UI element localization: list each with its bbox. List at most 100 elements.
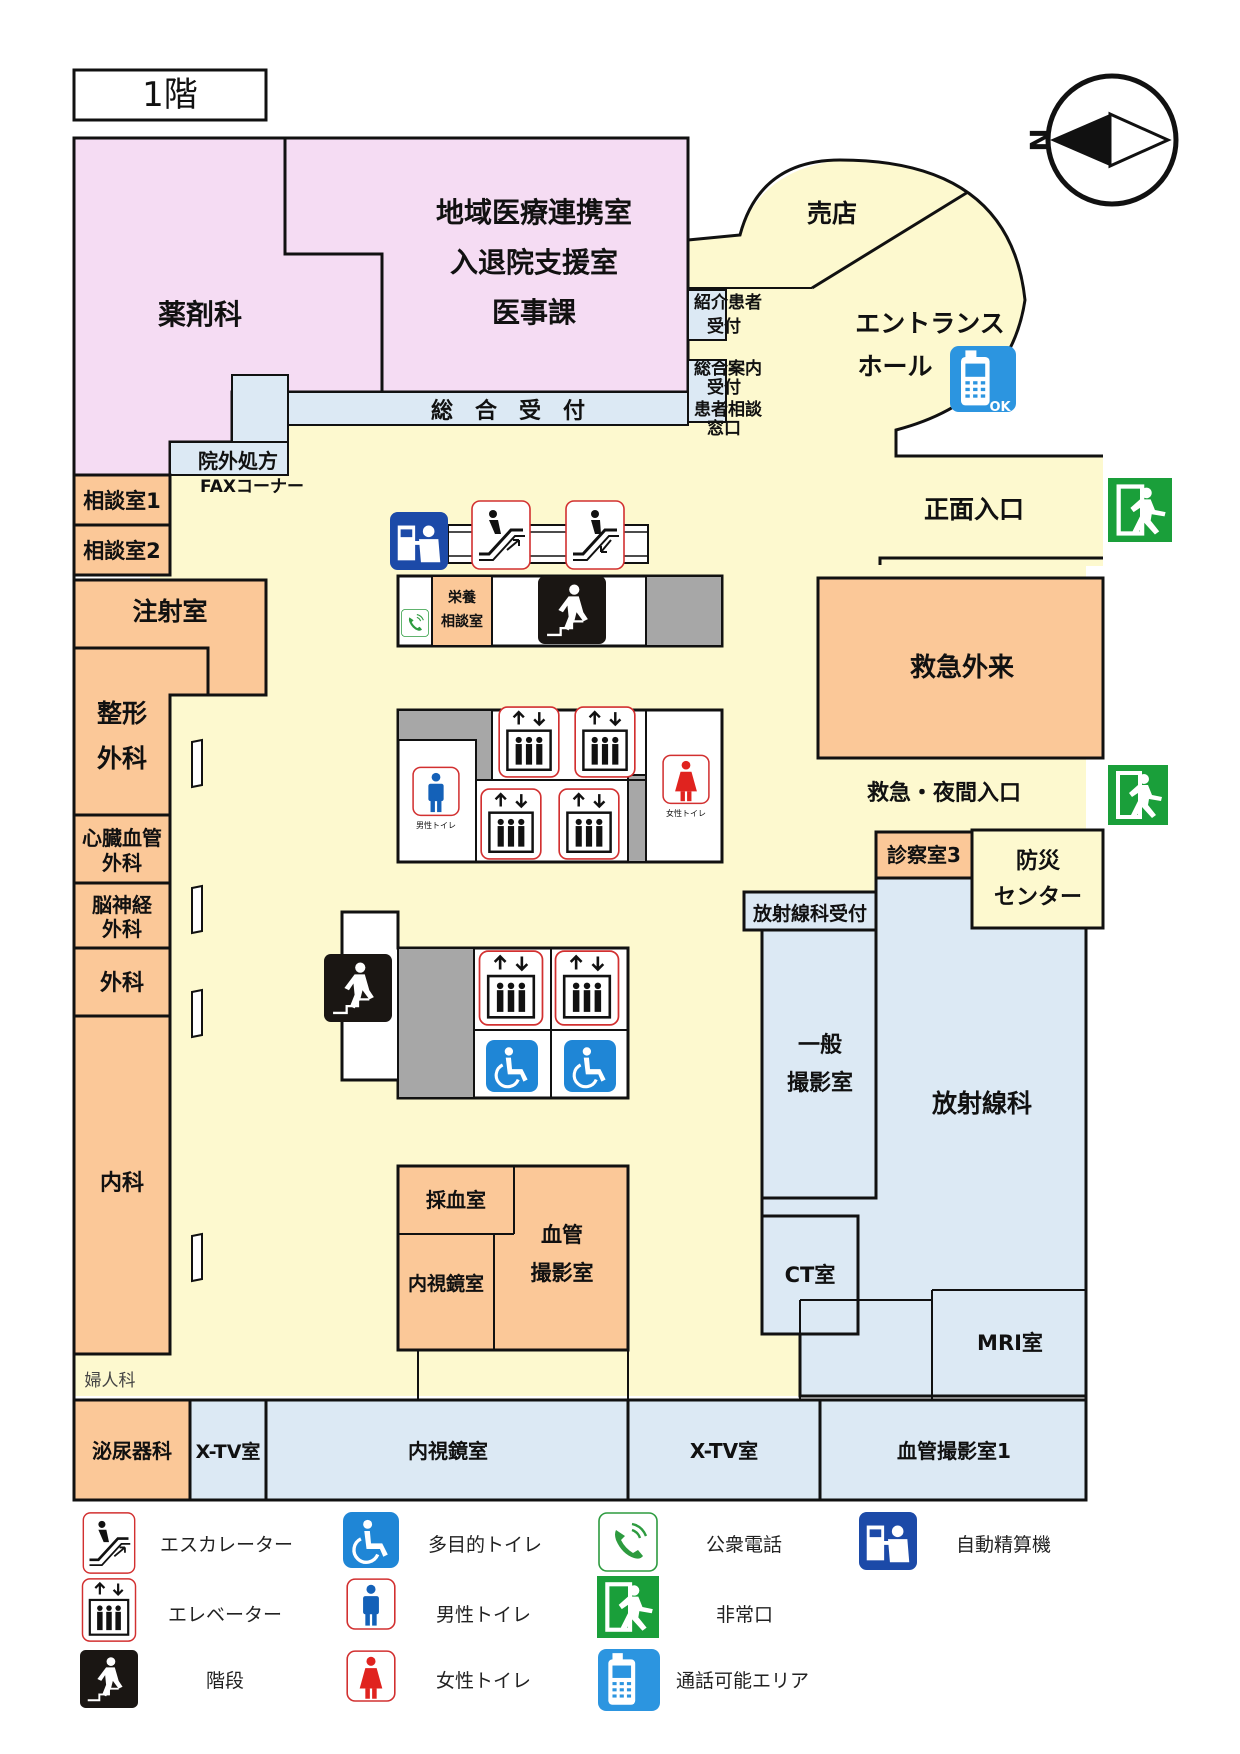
room-orthopedics-1: 整形 xyxy=(97,699,147,728)
legend-stairs-label: 階段 xyxy=(206,1670,245,1692)
compass: N xyxy=(1023,73,1179,207)
pharmacy-block xyxy=(72,136,690,477)
shop-divider xyxy=(811,190,969,290)
accessible-toilet-icon xyxy=(486,1040,538,1092)
room-radiology: 放射線科 xyxy=(931,1089,1032,1118)
payment-machine-icon xyxy=(390,512,448,570)
room-box-internal xyxy=(72,1014,172,1356)
room-nutrition-1: 栄養 xyxy=(447,589,476,606)
legend-phone-label: 公衆電話 xyxy=(706,1534,783,1556)
legend-accessible-label: 多目的トイレ xyxy=(428,1534,543,1556)
elevator-icon xyxy=(81,1578,137,1642)
elevator-icon xyxy=(554,950,620,1026)
room-surgery: 外科 xyxy=(100,970,144,996)
room-angio-2: 撮影室 xyxy=(531,1261,594,1285)
guide-label-2: 受付 xyxy=(707,377,741,398)
room-box-general-xray xyxy=(760,928,878,1200)
room-consult1: 相談室1 xyxy=(83,489,161,513)
room-orthopedics-2: 外科 xyxy=(97,744,147,773)
room-box-angio-room1 xyxy=(818,1398,1088,1502)
room-emergency-outpatient: 救急外来 xyxy=(910,653,1015,683)
room-fax-corner: FAXコーナー xyxy=(200,477,304,497)
male-toilet-icon xyxy=(412,766,460,817)
door-markers xyxy=(191,738,203,1283)
public-phone-icon xyxy=(401,608,429,638)
room-disaster-2: センター xyxy=(994,885,1082,910)
phone-ok-area-icon xyxy=(598,1649,660,1711)
room-radiology-reception: 放射線科受付 xyxy=(752,902,867,925)
elevator-icon xyxy=(557,788,621,860)
room-box-emergency xyxy=(816,576,1105,760)
elevator-icon xyxy=(573,706,637,778)
public-phone-icon xyxy=(598,1512,658,1572)
female-toilet-small-label: 女性トイレ xyxy=(666,808,706,818)
room-endoscopy-bottom: 内視鏡室 xyxy=(408,1439,488,1463)
room-cardio-2: 外科 xyxy=(102,851,142,875)
room-endoscopy-small: 内視鏡室 xyxy=(408,1272,484,1295)
room-main-entrance: 正面入口 xyxy=(924,495,1024,524)
stairs-icon xyxy=(324,954,392,1022)
north-label: N xyxy=(1023,128,1056,151)
legend-exit-label: 非常口 xyxy=(716,1604,774,1626)
referral-label-2: 受付 xyxy=(707,316,741,337)
room-entrance-hall-2: ホール xyxy=(857,352,932,381)
legend-escalator-label: エスカレーター xyxy=(160,1534,294,1556)
accessible-toilet-icon xyxy=(564,1040,616,1092)
room-xtv-2: X-TV室 xyxy=(690,1439,758,1463)
room-pharmacy: 薬剤科 xyxy=(158,298,242,331)
room-box-xtv-1 xyxy=(188,1398,268,1502)
room-box-disaster xyxy=(970,828,1105,930)
room-box-surgery xyxy=(72,946,172,1018)
accessible-toilet-icon xyxy=(343,1512,399,1568)
elevator-icon xyxy=(479,788,543,860)
room-box-cardio xyxy=(72,813,172,885)
escalator-icon xyxy=(470,500,532,570)
escalator-icon xyxy=(564,500,626,570)
room-mri: MRI室 xyxy=(977,1331,1043,1355)
guide-label-1: 総合案内 xyxy=(694,358,762,379)
room-exam3: 診察室3 xyxy=(887,843,961,867)
room-box-ct xyxy=(760,1214,860,1336)
male-toilet-icon xyxy=(346,1578,396,1630)
room-regional-2: 入退院支援室 xyxy=(450,246,618,279)
phone-ok-label: OK xyxy=(989,400,1011,415)
room-consult2: 相談室2 xyxy=(83,539,161,563)
emergency-exit-icon xyxy=(1108,765,1168,825)
payment-machine-icon xyxy=(859,1512,917,1570)
elevator-icon xyxy=(478,950,544,1026)
room-cardio-1: 心臓血管 xyxy=(82,826,162,850)
room-box-endoscopy-bottom xyxy=(264,1398,630,1502)
room-regional-1: 地域医療連携室 xyxy=(436,196,632,229)
room-injection: 注射室 xyxy=(132,597,207,626)
room-angio-room1: 血管撮影室1 xyxy=(897,1439,1011,1463)
room-angio-1: 血管 xyxy=(541,1223,583,1247)
room-box-consult2 xyxy=(72,523,172,577)
legend-elevator-label: エレベーター xyxy=(168,1604,283,1626)
legend-male-label: 男性トイレ xyxy=(436,1604,532,1626)
room-disaster-1: 防災 xyxy=(1016,849,1061,874)
room-general-xray-1: 一般 xyxy=(798,1032,842,1058)
male-toilet-small-label: 男性トイレ xyxy=(416,820,456,830)
room-blood-draw: 採血室 xyxy=(426,1188,486,1212)
referral-label-1: 紹介患者 xyxy=(694,292,762,313)
building-outline xyxy=(72,138,1088,1502)
room-emergency-entrance: 救急・夜間入口 xyxy=(867,780,1021,806)
room-neuro-1: 脳神経 xyxy=(91,893,153,917)
room-gynecology: 婦人科 xyxy=(85,1371,136,1391)
emergency-exit-icon xyxy=(1108,478,1172,542)
room-regional-3: 医事課 xyxy=(492,296,577,329)
legend-payment-label: 自動精算機 xyxy=(956,1534,1052,1556)
room-box-urology xyxy=(72,1398,192,1502)
room-urology: 泌尿器科 xyxy=(92,1439,172,1463)
room-internal: 内科 xyxy=(100,1171,144,1196)
room-entrance-hall-1: エントランス xyxy=(855,309,1005,338)
room-reception: 総 合 受 付 xyxy=(431,398,585,424)
consult-label-2: 窓口 xyxy=(707,418,741,439)
room-ct: CT室 xyxy=(785,1263,836,1287)
floor-label: 1階 xyxy=(142,75,198,115)
room-neuro-2: 外科 xyxy=(102,917,142,941)
room-box-consult1 xyxy=(72,473,172,527)
room-shop: 売店 xyxy=(807,199,857,228)
room-box-exam3 xyxy=(874,830,974,880)
